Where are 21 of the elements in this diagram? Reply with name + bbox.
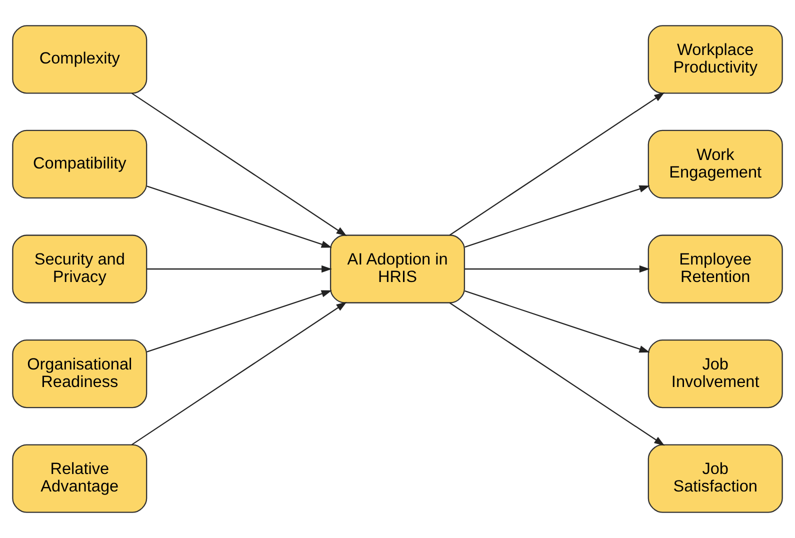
node-box: Security and Privacy — [12, 234, 148, 304]
arrow — [464, 265, 650, 273]
arrow — [464, 185, 650, 248]
arrow — [449, 302, 665, 446]
arrow — [146, 290, 332, 352]
node-box: Relative Advantage — [12, 444, 148, 513]
node-box: Compatibility — [12, 130, 148, 199]
node-box: Work Engagement — [648, 130, 783, 199]
arrow — [464, 290, 650, 353]
node-box: Employee Retention — [648, 234, 783, 304]
arrow — [146, 265, 332, 273]
node-box: AI Adoption in HRIS — [330, 234, 466, 304]
node-box: Job Satisfaction — [648, 444, 783, 513]
node-box: Workplace Productivity — [648, 25, 783, 94]
node-box: Complexity — [12, 25, 148, 94]
arrow — [132, 92, 347, 236]
arrow — [449, 92, 665, 236]
arrow — [146, 186, 332, 248]
node-box: Job Involvement — [648, 339, 783, 408]
arrow — [132, 302, 347, 446]
node-box: Organisational Readiness — [12, 339, 148, 408]
